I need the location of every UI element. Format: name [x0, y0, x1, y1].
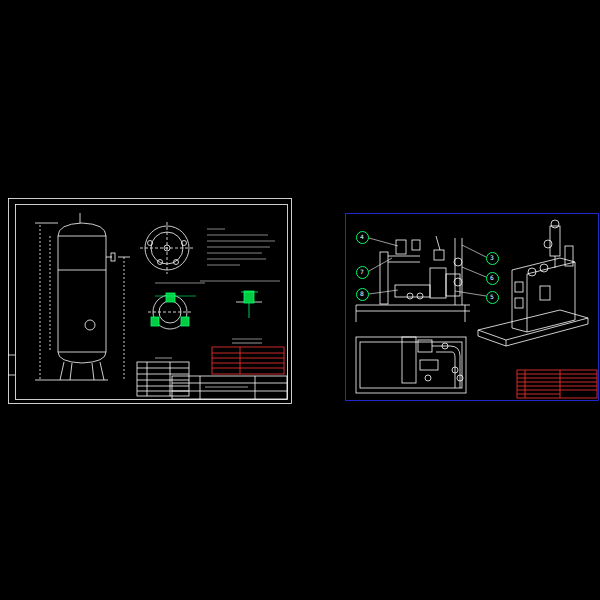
skid-isometric — [478, 220, 588, 346]
spec-table — [212, 343, 284, 374]
sheet-frame — [9, 199, 292, 404]
callout-number: 8 — [360, 291, 364, 297]
leader-line — [369, 238, 486, 296]
side-strip — [8, 375, 15, 376]
callout-circle: 8 — [356, 288, 369, 301]
vessel-elevation — [35, 213, 130, 380]
notes-text-lines — [155, 229, 280, 339]
sheet-border — [16, 205, 288, 400]
support-view — [148, 293, 192, 329]
sheet-frame — [346, 214, 599, 401]
callout-number: 4 — [360, 234, 364, 240]
title-block — [517, 370, 597, 398]
callout-number: 5 — [490, 294, 494, 300]
top-view — [140, 222, 194, 274]
weld-detail — [236, 291, 262, 318]
parts-table — [137, 358, 189, 396]
callout-circle: 3 — [486, 252, 499, 265]
callout-circle: 4 — [356, 231, 369, 244]
side-strip — [8, 355, 15, 356]
callout-number: 6 — [490, 275, 494, 281]
skid-plan — [356, 337, 466, 393]
callout-number: 3 — [490, 255, 494, 261]
callout-circle: 6 — [486, 272, 499, 285]
title-block — [172, 376, 287, 399]
callout-circle: 5 — [486, 291, 499, 304]
skid-elevation — [356, 236, 470, 322]
callout-number: 7 — [360, 269, 364, 275]
callout-circle: 7 — [356, 266, 369, 279]
